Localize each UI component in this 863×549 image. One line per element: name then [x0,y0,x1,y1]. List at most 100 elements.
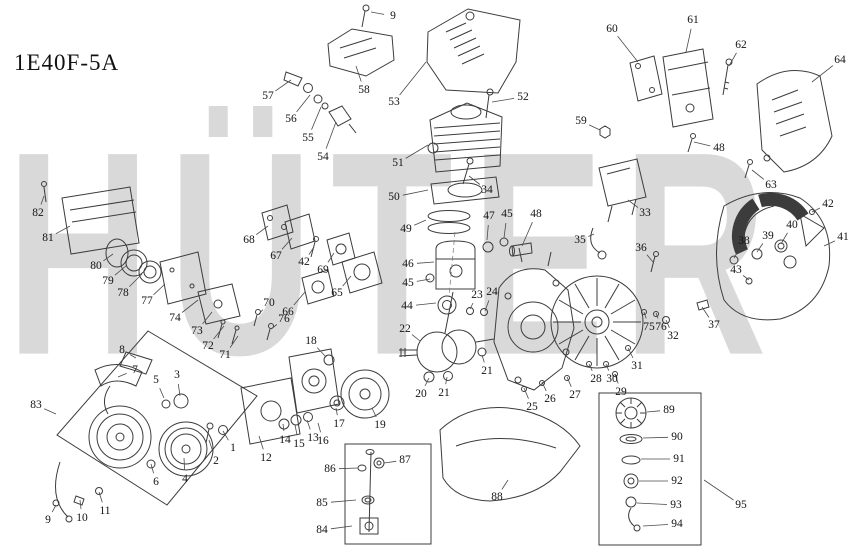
part-callout: 48 [713,142,725,154]
part-callout: 84 [316,524,328,536]
cylinder-bolt [485,88,494,119]
part-callout: 66 [282,306,294,318]
part-callout: 76 [278,313,290,325]
part-callout: 59 [575,115,587,127]
part-callout: 73 [191,325,203,337]
part-callout: 30 [606,373,618,385]
part-callout: 48 [530,208,542,220]
part-callout: 45 [501,208,513,220]
part-callout: 67 [270,250,282,262]
part-callout: 76 [655,321,667,333]
part-callout: 74 [169,312,181,324]
tank-guard [439,407,581,502]
clutch-assembly [323,354,390,419]
part-callout: 51 [392,157,404,169]
primer-cap-assembly [598,392,702,546]
part-callout: 24 [486,286,498,298]
part-callout: 83 [30,399,42,411]
engine-shroud [426,8,521,94]
part-callout: 9 [45,514,51,526]
part-callout: 33 [639,207,651,219]
muffler-assembly [41,181,274,345]
air-filter-assembly [629,48,833,179]
piston-assembly [425,210,533,298]
part-callout: 14 [279,434,291,446]
part-callout: 37 [708,319,720,331]
part-callout: 35 [574,234,586,246]
fan-cover [716,192,831,321]
brand-logo-swirl [732,192,825,255]
part-callout: 6 [153,476,159,488]
part-callout: 55 [302,132,314,144]
part-callout: 60 [606,23,618,35]
flywheel-fan [550,275,710,377]
part-callout: 26 [544,393,556,405]
part-callout: 32 [667,330,679,342]
part-callout: 43 [730,264,742,276]
leader-lines [40,11,836,530]
part-callout: 81 [42,232,54,244]
part-callout: 1 [230,442,236,454]
part-callout: 23 [471,289,483,301]
part-callout: 77 [141,295,153,307]
part-callout: 90 [671,431,683,443]
part-callout: 15 [293,438,305,450]
part-callout: 50 [388,191,400,203]
part-callout: 68 [243,234,255,246]
part-callout: 18 [305,335,317,347]
part-callout: 5 [153,374,159,386]
part-callout: 36 [635,242,647,254]
part-callout: 82 [32,207,44,219]
part-callout: 45 [402,277,414,289]
part-callout: 19 [374,419,386,431]
part-callout: 21 [438,387,450,399]
part-callout: 28 [590,373,602,385]
part-callout: 31 [631,360,643,372]
part-callout: 87 [399,454,411,466]
part-callout: 94 [671,518,683,530]
part-callout: 17 [333,418,345,430]
part-callout: 89 [663,404,675,416]
spark-plug-parts [283,71,357,134]
part-callout: 61 [687,14,699,26]
part-callout: 49 [400,223,412,235]
part-callout: 56 [285,113,297,125]
part-callout: 40 [786,219,798,231]
part-callout: 72 [202,340,214,352]
crankcase-half [493,247,575,392]
part-callout: 20 [415,388,427,400]
part-callout: 52 [517,91,529,103]
part-callout: 93 [670,499,682,511]
part-callout: 75 [643,321,655,333]
part-callout: 39 [762,230,774,242]
starter-pawl-parts [729,239,788,265]
part-callout: 11 [99,505,111,517]
part-callout: 27 [569,389,581,401]
part-callout: 2 [213,455,219,467]
part-callout: 62 [735,39,747,51]
part-callout: 44 [401,300,413,312]
part-callout: 16 [317,435,329,447]
part-callout: 70 [263,297,275,309]
cylinder-gasket [430,176,500,205]
part-callout: 13 [307,432,319,444]
model-code-title: 1E40F-5A [14,50,120,75]
part-callout: 63 [765,179,777,191]
recoil-starter [52,330,258,523]
part-callout: 91 [673,453,685,465]
part-callout: 71 [219,349,231,361]
cylinder [427,102,503,173]
part-callout: 12 [260,452,272,464]
part-callout: 54 [317,151,329,163]
part-callout: 42 [822,198,834,210]
part-callout: 53 [388,96,400,108]
part-callout: 92 [671,475,683,487]
fuel-line-assembly [344,443,432,545]
part-callout: 29 [615,386,627,398]
part-callout: 69 [317,264,329,276]
part-callout: 10 [76,512,88,524]
part-callout: 34 [481,184,493,196]
part-callout: 25 [526,401,538,413]
